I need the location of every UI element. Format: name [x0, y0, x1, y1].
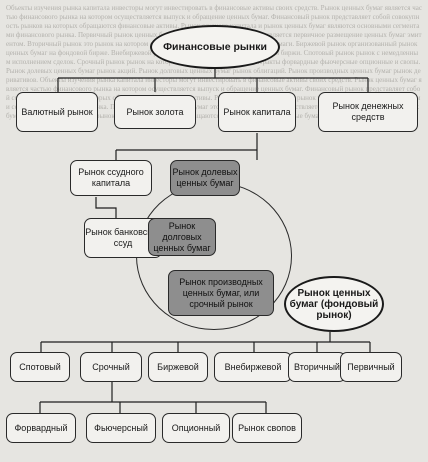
node-loan-capital-market: Рынок ссудного капитала: [70, 160, 152, 196]
connector-securities-markets: [40, 332, 371, 352]
connector-root-level1: [57, 67, 369, 92]
connector-futures-instruments: [39, 382, 267, 413]
node-currency-market: Валютный рынок: [16, 92, 98, 132]
node-forward: Форвардный: [6, 413, 76, 443]
node-debt-securities: Рынок долговых ценных бумаг: [148, 218, 216, 256]
node-futures-contracts: Фьючерсный: [86, 413, 156, 443]
node-options: Опционный: [162, 413, 230, 443]
node-derivative-securities: Рынок производных ценных бумаг, или сроч…: [168, 270, 274, 316]
node-gold-market: Рынок золота: [114, 95, 196, 129]
node-financial-markets: Финансовые рынки: [150, 25, 280, 69]
node-otc: Внебиржевой: [214, 352, 292, 382]
node-swaps: Рынок свопов: [232, 413, 302, 443]
node-equity-securities: Рынок долевых ценных бумаг: [170, 160, 240, 196]
node-secondary: Вторичный: [288, 352, 346, 382]
node-money-market: Рынок денежных средств: [318, 92, 418, 132]
node-exchange: Биржевой: [148, 352, 208, 382]
node-futures-market: Срочный: [80, 352, 142, 382]
connector-loan-bank: [95, 197, 117, 218]
node-primary: Первичный: [340, 352, 402, 382]
node-capital-market: Рынок капитала: [218, 92, 296, 132]
node-securities-market: Рынок ценных бумаг (фондовый рынок): [284, 276, 384, 332]
connector-capital-level2: [115, 133, 258, 160]
node-spot: Спотовый: [10, 352, 70, 382]
